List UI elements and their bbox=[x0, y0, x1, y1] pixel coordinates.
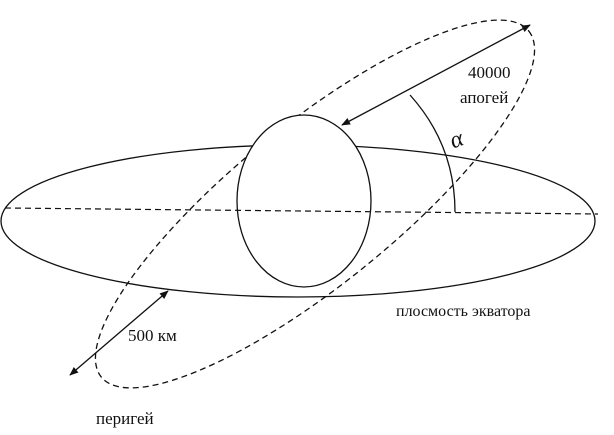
perigee-label: перигей bbox=[96, 409, 154, 428]
inclination-angle-arc bbox=[409, 94, 456, 213]
angle-label: α bbox=[446, 125, 467, 154]
apogee-arrow bbox=[341, 24, 531, 126]
perigee-distance-label: 500 км bbox=[128, 326, 177, 345]
perigee-arrow bbox=[69, 290, 169, 376]
equator-plane-label: плосмость экватора bbox=[396, 303, 531, 320]
apogee-value-label: 40000 bbox=[468, 63, 511, 82]
equator-line bbox=[4, 207, 599, 215]
earth-ellipse bbox=[236, 114, 372, 288]
apogee-label: апогей bbox=[460, 88, 508, 107]
